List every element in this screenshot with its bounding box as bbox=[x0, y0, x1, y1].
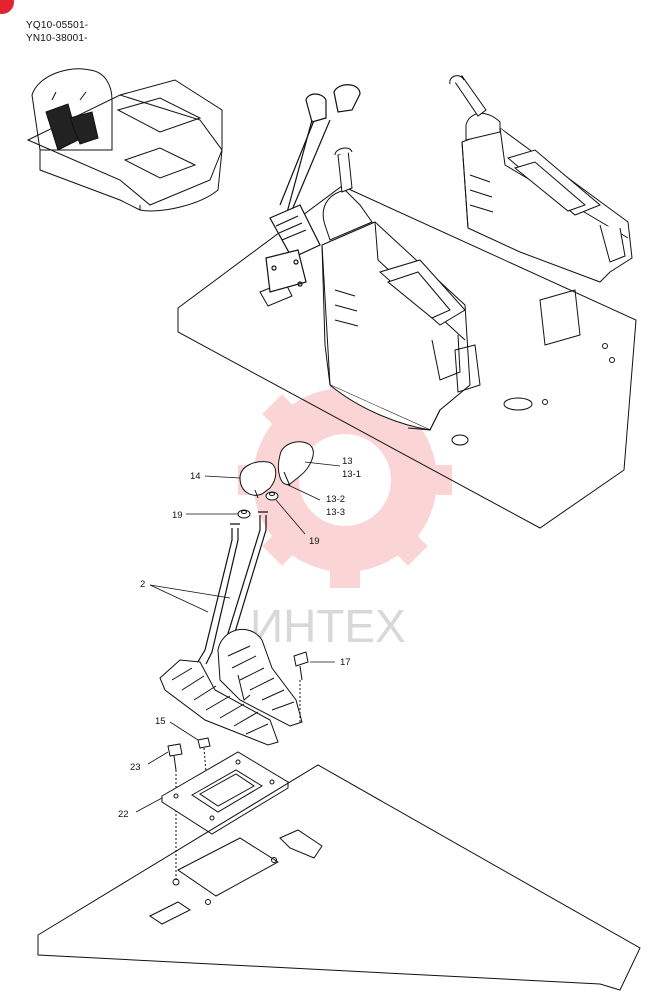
callout-leaders bbox=[135, 461, 341, 813]
callout-13-1: 13-1 bbox=[342, 469, 361, 480]
pedal-left bbox=[159, 659, 279, 746]
mounting-plate-22 bbox=[161, 751, 289, 835]
callout-13: 13 bbox=[342, 456, 353, 467]
callout-17: 17 bbox=[340, 657, 351, 668]
callout-22: 22 bbox=[118, 809, 129, 820]
serial-number-1: YQ10-05501- bbox=[26, 20, 89, 31]
bolt-23 bbox=[167, 743, 183, 880]
callout-13-3: 13-3 bbox=[326, 507, 345, 518]
floor-frame-mid bbox=[407, 289, 581, 431]
callout-2: 2 bbox=[140, 579, 145, 590]
callout-14: 14 bbox=[190, 471, 201, 482]
callout-15: 15 bbox=[155, 716, 166, 727]
callout-13-2: 13-2 bbox=[326, 494, 345, 505]
lever-knob-14 bbox=[239, 461, 277, 499]
bolt-15 bbox=[197, 737, 211, 773]
callout-19-left: 19 bbox=[172, 510, 183, 521]
left-control-console bbox=[321, 147, 471, 431]
nut-19-right bbox=[265, 491, 279, 501]
pedal-bracket bbox=[237, 674, 251, 701]
floor-plate-lower bbox=[37, 764, 641, 991]
serial-number-2: YN10-38001- bbox=[26, 33, 88, 44]
nut-19-left bbox=[237, 509, 251, 519]
callout-19-right: 19 bbox=[309, 536, 320, 547]
inset-cab-sketch bbox=[26, 68, 223, 212]
right-control-console bbox=[449, 75, 633, 283]
travel-levers-upper bbox=[265, 84, 361, 293]
pedal-right bbox=[217, 629, 303, 727]
bolt-17 bbox=[293, 651, 309, 722]
watermark-brand-text: ИНТЕХ bbox=[250, 600, 406, 652]
callout-23: 23 bbox=[130, 762, 141, 773]
